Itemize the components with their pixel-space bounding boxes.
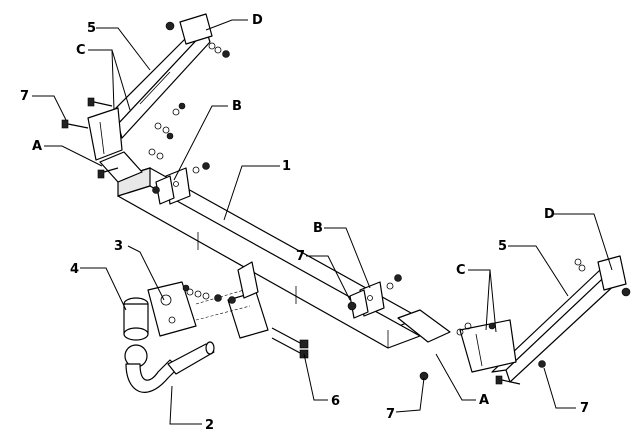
hardware-ballmount <box>182 284 236 304</box>
label-4: 4 <box>70 262 79 277</box>
label-d-right: D <box>544 207 555 222</box>
bolts-part-7-left <box>61 97 119 179</box>
label-3: 3 <box>114 239 123 254</box>
label-b-center: B <box>313 221 323 236</box>
hardware-top-left <box>148 21 230 194</box>
label-1: 1 <box>282 159 291 174</box>
label-a-left: A <box>32 139 42 154</box>
electric-socket-part-4 <box>123 297 149 341</box>
label-c-right: C <box>456 263 466 278</box>
label-7-bottom: 7 <box>386 407 395 422</box>
label-b-top: B <box>232 99 242 114</box>
label-d-top: D <box>252 13 263 28</box>
tow-ball-part-2 <box>124 341 215 393</box>
label-5-right: 5 <box>498 239 507 254</box>
right-side-arm-part-5 <box>459 255 627 383</box>
label-6: 6 <box>331 394 340 409</box>
part-labels: 1 2 3 4 5 5 6 7 7 7 7 A A B B C C D D <box>20 13 589 433</box>
label-7-center: 7 <box>296 249 305 264</box>
label-7-left: 7 <box>20 89 29 104</box>
label-2: 2 <box>205 418 214 433</box>
bracket-b-center <box>349 281 385 319</box>
label-5-left: 5 <box>87 21 96 36</box>
label-7-right: 7 <box>580 401 589 416</box>
ball-mount-plate-part-3 <box>147 261 269 339</box>
hardware-right <box>347 258 631 385</box>
label-c-left: C <box>76 43 86 58</box>
bolts-part-6 <box>271 327 309 359</box>
label-a-right: A <box>479 393 489 408</box>
crossbar-part-1 <box>99 151 451 349</box>
leader-lines <box>32 19 613 425</box>
left-side-arm-part-5 <box>87 13 213 161</box>
bracket-b-top <box>155 167 191 205</box>
